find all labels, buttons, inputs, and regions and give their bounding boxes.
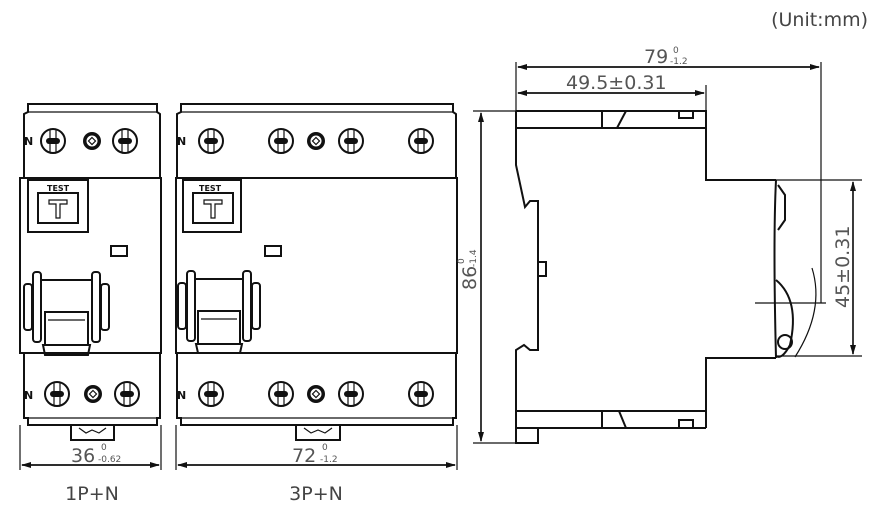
- terminal-marker-n-3p: N: [177, 135, 186, 148]
- width-dim-3p-n: 72: [292, 445, 316, 467]
- variant-label-3p-n: 3P+N: [289, 483, 343, 505]
- front-view-1p-n: TEST N N 36 0: [19, 103, 162, 505]
- din-height-dim: 45±0.31: [832, 226, 854, 308]
- toggle-handle-icon: [177, 270, 261, 354]
- width-tol-upper-1p-n: 0: [101, 443, 107, 453]
- terminal-marker-n-bottom: N: [24, 389, 33, 402]
- test-label-3p: TEST: [199, 184, 222, 193]
- side-view: 79 0 -1.2 49.5±0.31 86 0 -1.4 45±0.31: [457, 46, 862, 444]
- height-dim-86: 86: [459, 266, 481, 290]
- terminal-marker-n-3p-bottom: N: [177, 389, 186, 402]
- unit-label: (Unit:mm): [771, 9, 868, 31]
- variant-label-1p-n: 1P+N: [65, 483, 119, 505]
- width-tol-lower-3p-n: -1.2: [320, 455, 338, 465]
- width-tol-lower-1p-n: -0.62: [98, 455, 121, 465]
- test-label: TEST: [47, 184, 70, 193]
- depth-dim-79: 79: [644, 46, 668, 68]
- depth-tol-lower-79: -1.2: [670, 57, 688, 67]
- height-tol-upper-86: 0: [457, 258, 467, 264]
- toggle-handle-icon: [23, 271, 110, 356]
- front-view-3p-n: TEST N N 72 0 -1.2: [175, 103, 458, 505]
- front-depth-dim: 49.5±0.31: [566, 72, 667, 94]
- width-tol-upper-3p-n: 0: [322, 443, 328, 453]
- terminal-marker-n: N: [24, 135, 33, 148]
- width-dim-1p-n: 36: [71, 445, 95, 467]
- height-tol-lower-86: -1.4: [469, 249, 479, 267]
- depth-tol-upper-79: 0: [673, 46, 679, 56]
